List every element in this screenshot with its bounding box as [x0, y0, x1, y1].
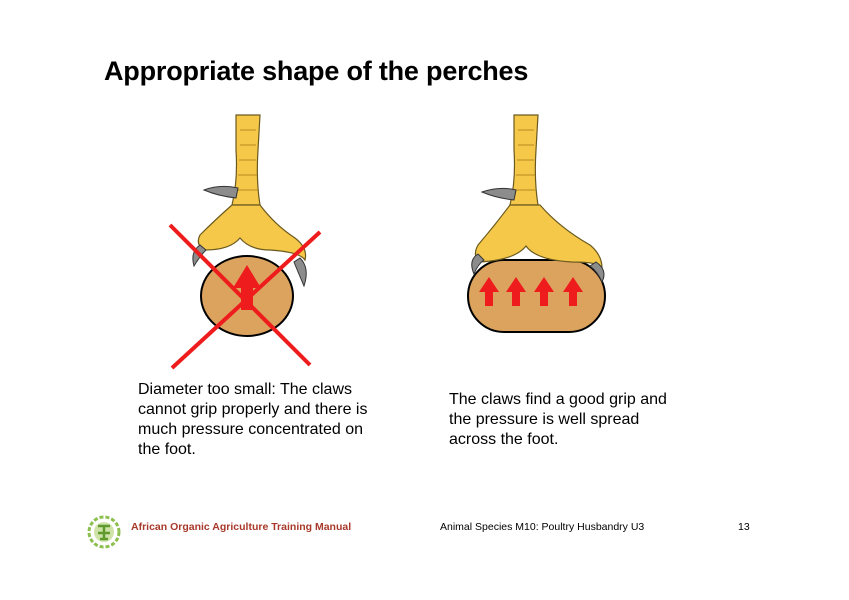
organization-logo — [87, 515, 121, 549]
footer-module: Animal Species M10: Poultry Husbandry U3 — [440, 521, 645, 533]
chicken-toes — [474, 204, 603, 269]
spread-pressure-arrow-3 — [534, 277, 554, 306]
spread-pressure-arrow-1 — [479, 277, 499, 306]
small-perch-illustration — [168, 114, 322, 370]
slide-title: Appropriate shape of the perches — [104, 56, 529, 86]
wide-perch — [467, 259, 606, 333]
footer-organization: African Organic Agriculture Training Man… — [131, 521, 352, 533]
chicken-toes — [197, 204, 307, 262]
cross-out-line-1 — [168, 223, 312, 367]
spread-pressure-arrow-4 — [563, 277, 583, 306]
rear-claw — [480, 187, 517, 201]
concentrated-pressure-arrow — [233, 265, 261, 310]
page-number: 13 — [738, 521, 750, 533]
good-perch-caption: The claws find a good grip and the press… — [449, 391, 667, 448]
cross-out-line-2 — [170, 230, 322, 370]
good-perch-illustration — [467, 114, 606, 333]
small-perch-caption: Diameter too small: The claws cannot gri… — [138, 381, 368, 458]
rear-claw — [202, 185, 239, 199]
spread-pressure-arrow-2 — [506, 277, 526, 306]
